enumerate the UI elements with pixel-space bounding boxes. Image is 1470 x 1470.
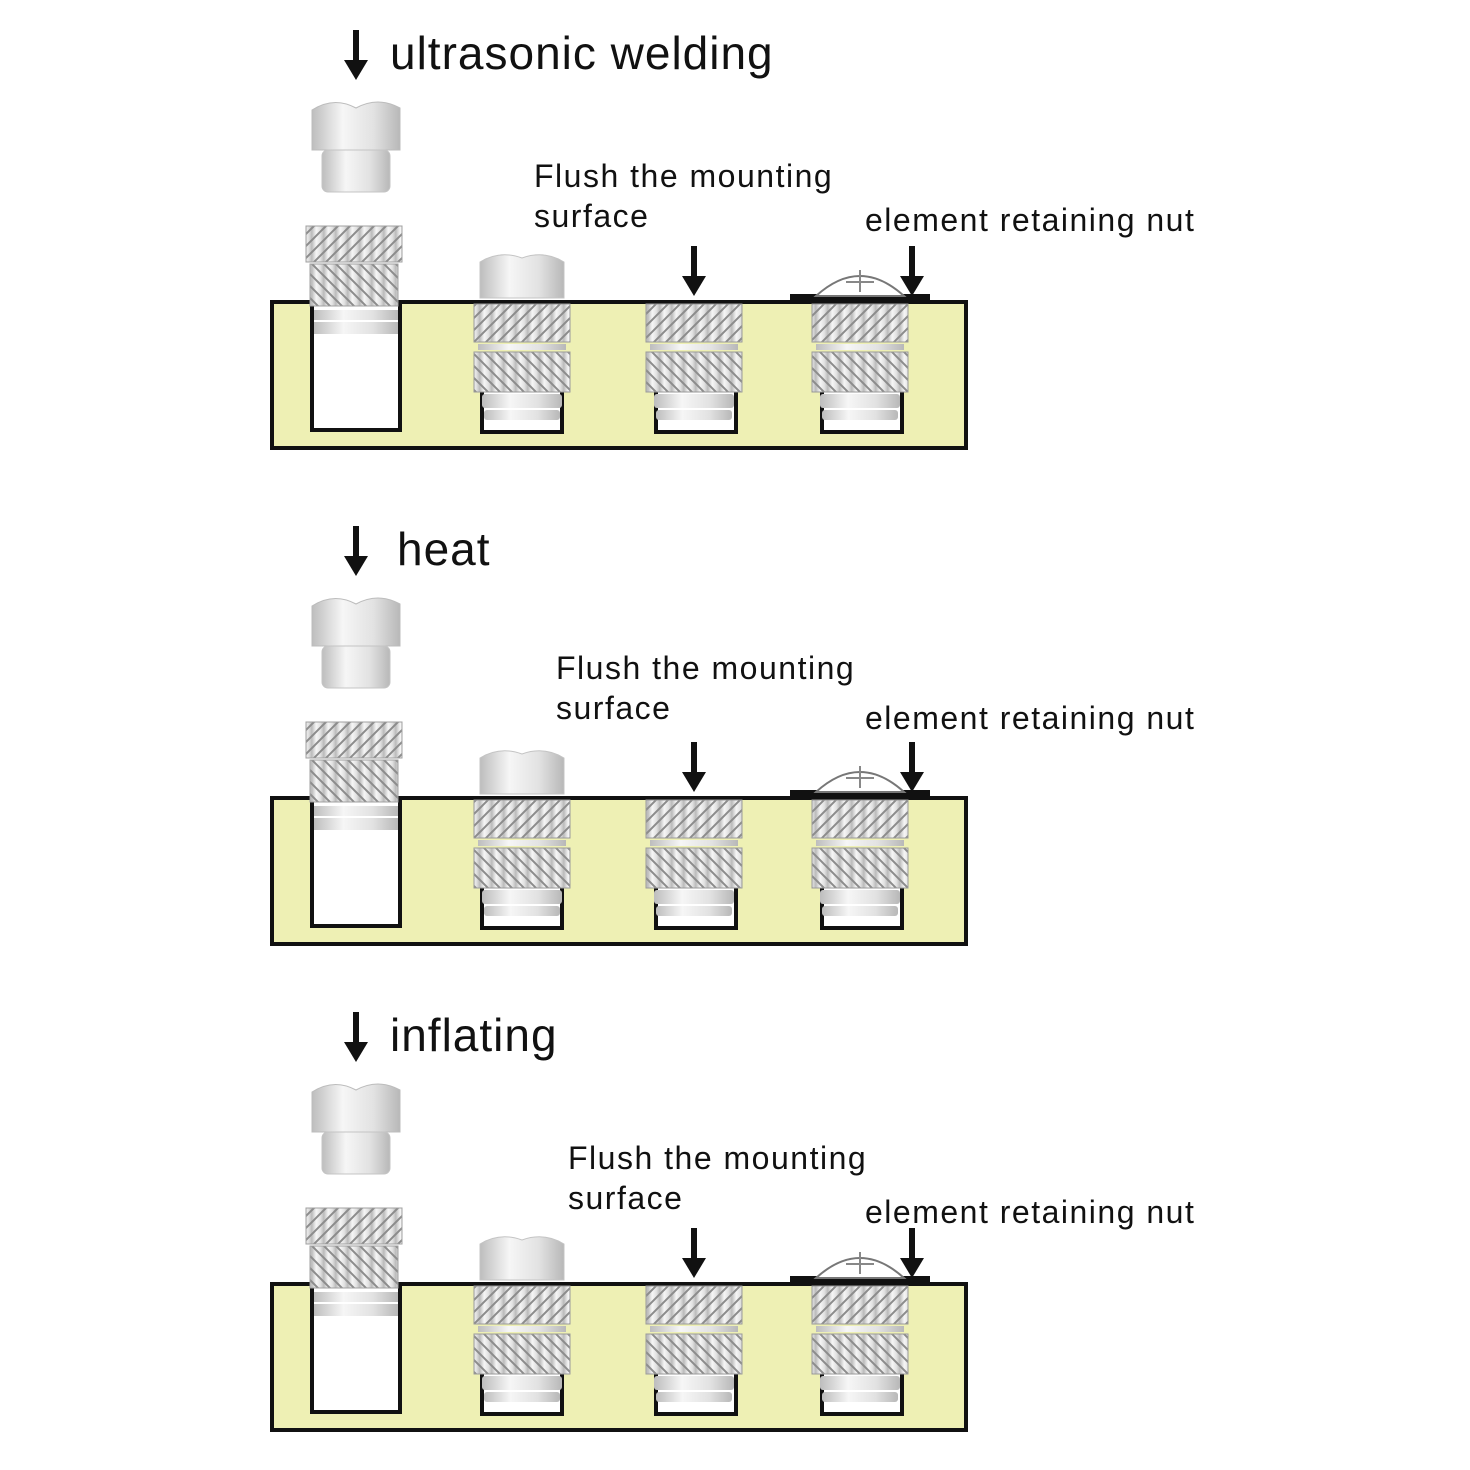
flush-label-line1: Flush the mounting bbox=[568, 1140, 868, 1176]
insert-installed-3 bbox=[645, 799, 743, 916]
flush-label-line2: surface bbox=[534, 198, 650, 234]
insert-installed-2 bbox=[473, 1285, 571, 1402]
retaining-nut-label: element retaining nut bbox=[865, 700, 1196, 736]
insert-loose bbox=[305, 721, 403, 830]
tool-contact bbox=[479, 254, 565, 299]
press-tool bbox=[311, 101, 401, 193]
insert-loose bbox=[305, 1207, 403, 1316]
flush-arrow-icon bbox=[682, 742, 706, 792]
method-title: inflating bbox=[390, 1009, 558, 1061]
panel-heat: heat Flush the mounting surface element … bbox=[0, 496, 1470, 986]
insert-installed-4 bbox=[811, 799, 909, 916]
method-title: ultrasonic welding bbox=[390, 27, 774, 79]
panel-artwork bbox=[270, 526, 968, 946]
method-arrow-icon bbox=[344, 30, 368, 80]
insert-installed-4 bbox=[811, 1285, 909, 1402]
flush-label-line1: Flush the mounting bbox=[556, 650, 856, 686]
nut-arrow-icon bbox=[900, 246, 924, 296]
nut-arrow-icon bbox=[900, 742, 924, 792]
flush-label-line1: Flush the mounting bbox=[534, 158, 834, 194]
insert-loose bbox=[305, 225, 403, 334]
component-with-screw bbox=[790, 1252, 930, 1282]
tool-contact bbox=[479, 1236, 565, 1281]
flush-label-line2: surface bbox=[568, 1180, 684, 1216]
nut-arrow-icon bbox=[900, 1228, 924, 1278]
flush-surface-label: Flush the mounting surface bbox=[534, 156, 833, 236]
method-arrow-icon bbox=[344, 1012, 368, 1062]
insert-installed-3 bbox=[645, 303, 743, 420]
press-tool bbox=[311, 1083, 401, 1175]
retaining-nut-label: element retaining nut bbox=[865, 1194, 1196, 1230]
tool-contact bbox=[479, 750, 565, 795]
component-with-screw bbox=[790, 270, 930, 300]
retaining-nut-label: element retaining nut bbox=[865, 202, 1196, 238]
flush-arrow-icon bbox=[682, 246, 706, 296]
component-with-screw bbox=[790, 766, 930, 796]
panel-ultrasonic-welding: ultrasonic welding Flush the mounting su… bbox=[0, 0, 1470, 490]
plastic-base bbox=[270, 300, 968, 450]
flush-surface-label: Flush the mounting surface bbox=[556, 648, 855, 728]
panel-inflating: inflating Flush the mounting surface ele… bbox=[0, 982, 1470, 1470]
flush-surface-label: Flush the mounting surface bbox=[568, 1138, 867, 1218]
method-title: heat bbox=[397, 523, 491, 575]
panel-artwork bbox=[270, 1012, 968, 1432]
flush-arrow-icon bbox=[682, 1228, 706, 1278]
insert-installed-2 bbox=[473, 799, 571, 916]
press-tool bbox=[311, 597, 401, 689]
panel-artwork bbox=[270, 30, 968, 450]
method-arrow-icon bbox=[344, 526, 368, 576]
flush-label-line2: surface bbox=[556, 690, 672, 726]
insert-installed-4 bbox=[811, 303, 909, 420]
insert-installed-3 bbox=[645, 1285, 743, 1402]
insert-installed-2 bbox=[473, 303, 571, 420]
